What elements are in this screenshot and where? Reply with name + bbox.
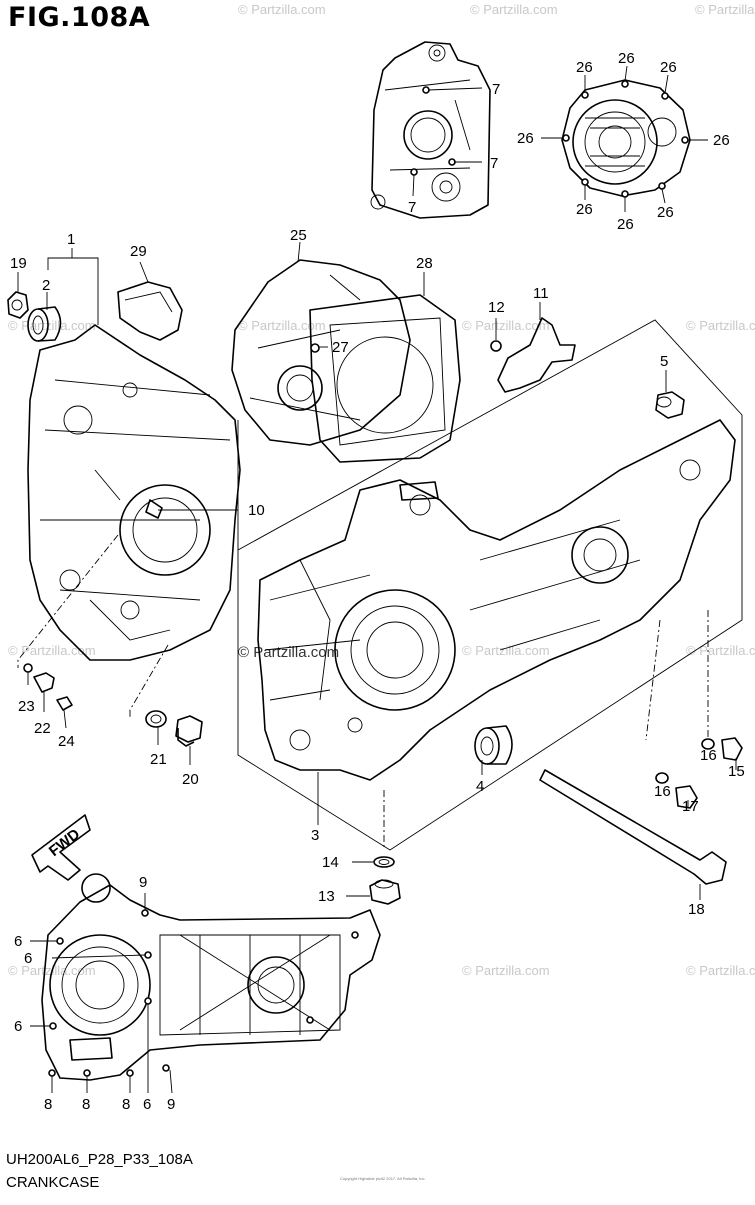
callout-16: 16 xyxy=(700,747,717,764)
watermark: © Partzilla.com xyxy=(462,318,550,333)
figure-name: CRANKCASE xyxy=(6,1174,100,1191)
callout-19: 19 xyxy=(10,255,27,272)
watermark: © Partzilla.com xyxy=(695,2,755,17)
callout-21: 21 xyxy=(150,751,167,768)
watermark: © Partzilla.com xyxy=(686,318,755,333)
callout-24: 24 xyxy=(58,733,75,750)
fwd-arrow: FWD xyxy=(31,814,91,881)
callout-labels: 7 7 7 26 26 26 26 26 26 26 26 1 29 25 28… xyxy=(10,50,745,1113)
callout-23: 23 xyxy=(18,698,35,715)
watermark: © Partzilla.com xyxy=(686,643,755,658)
callout-9: 9 xyxy=(167,1096,175,1113)
callout-20: 20 xyxy=(182,771,199,788)
watermark: © Partzilla.com xyxy=(686,963,755,978)
callout-26: 26 xyxy=(657,204,674,221)
callout-6: 6 xyxy=(143,1096,151,1113)
watermark: © Partzilla.com xyxy=(8,643,96,658)
callout-7: 7 xyxy=(490,155,498,172)
crankcase-right-half xyxy=(237,319,743,851)
bracket-and-bolt xyxy=(490,302,576,393)
watermark: © Partzilla.com xyxy=(470,2,558,17)
callout-26: 26 xyxy=(660,59,677,76)
callout-26: 26 xyxy=(576,59,593,76)
callout-25: 25 xyxy=(290,227,307,244)
callout-26: 26 xyxy=(517,130,534,147)
callout-8: 8 xyxy=(82,1096,90,1113)
callout-26: 26 xyxy=(713,132,730,149)
callout-27: 27 xyxy=(332,339,349,356)
watermark: © Partzilla.com xyxy=(238,318,326,333)
callout-9: 9 xyxy=(139,874,147,891)
watermark: © Partzilla.com xyxy=(462,643,550,658)
callout-7: 7 xyxy=(408,199,416,216)
callout-26: 26 xyxy=(576,201,593,218)
watermark: © Partzilla.com xyxy=(8,318,96,333)
watermark: © Partzilla.com xyxy=(462,963,550,978)
bolts-right xyxy=(383,610,743,900)
callout-1: 1 xyxy=(67,231,75,248)
callout-6: 6 xyxy=(14,1018,22,1035)
crankcase-cover-top xyxy=(370,41,491,219)
small-parts-lower-left xyxy=(17,534,203,765)
figure-code: UH200AL6_P28_P33_108A xyxy=(6,1151,193,1168)
callout-12: 12 xyxy=(488,299,505,316)
callout-10: 10 xyxy=(248,502,265,519)
callout-26: 26 xyxy=(617,216,634,233)
watermark-layer: © Partzilla.com © Partzilla.com © Partzi… xyxy=(8,2,755,978)
callout-22: 22 xyxy=(34,720,51,737)
callout-18: 18 xyxy=(688,901,705,918)
figure-title: FIG.108A xyxy=(8,2,151,33)
callout-17: 17 xyxy=(682,798,699,815)
dowel-pin-5 xyxy=(655,370,685,419)
center-watermark: © Partzilla.com xyxy=(238,644,339,661)
crankcase-left-half xyxy=(27,248,241,661)
callout-4: 4 xyxy=(476,778,484,795)
drain-plug-and-ring xyxy=(346,856,401,905)
callout-29: 29 xyxy=(130,243,147,260)
callout-13: 13 xyxy=(318,888,335,905)
round-cover-top-right xyxy=(541,65,708,212)
callout-6: 6 xyxy=(14,933,22,950)
dowel-bearing-4 xyxy=(474,725,513,775)
watermark: © Partzilla.com xyxy=(238,2,326,17)
callout-28: 28 xyxy=(416,255,433,272)
copyright-fine-print: Copyright Highslide plcit2 2017. All Par… xyxy=(340,1176,426,1181)
callout-15: 15 xyxy=(728,763,745,780)
callout-5: 5 xyxy=(660,353,668,370)
callout-8: 8 xyxy=(44,1096,52,1113)
callout-7: 7 xyxy=(492,81,500,98)
cvt-cover-bottom xyxy=(30,873,381,1094)
callout-8: 8 xyxy=(122,1096,130,1113)
small-parts-upper-left xyxy=(7,261,183,342)
callout-26: 26 xyxy=(618,50,635,67)
callout-14: 14 xyxy=(322,854,339,871)
callout-11: 11 xyxy=(533,285,549,302)
cylinder-cover-and-gasket xyxy=(231,241,461,463)
callout-2: 2 xyxy=(42,277,50,294)
callout-16: 16 xyxy=(654,783,671,800)
callout-6: 6 xyxy=(24,950,32,967)
callout-3: 3 xyxy=(311,827,319,844)
